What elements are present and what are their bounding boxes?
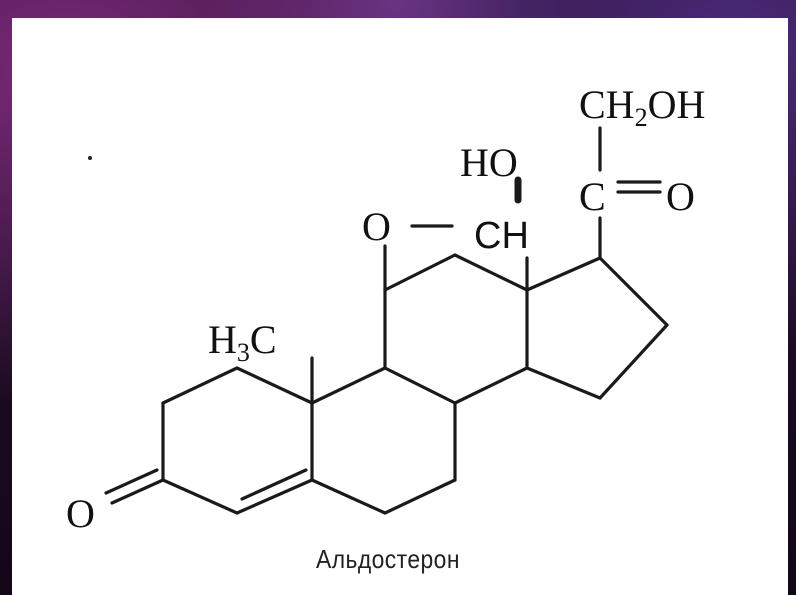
bond [453,253,529,292]
bond [310,366,387,405]
side-chain: C O CH2OH [579,82,705,260]
ring-c [383,253,529,405]
bond [453,366,529,405]
bond [383,478,457,515]
ch-label: CH [474,215,529,257]
bond [104,468,159,495]
h3c-label: H3C [208,317,277,367]
molecule-caption: Альдостерон [316,544,460,574]
bond [525,366,602,400]
bond [598,256,669,327]
bond [383,253,457,292]
bond [235,478,314,515]
ho-label: HO [460,140,518,185]
ring-d [525,256,669,400]
bond [525,256,602,292]
ring-b [310,366,457,515]
bond [235,366,314,405]
slide-content-area [12,18,788,595]
ring-oxygen: O [362,204,391,249]
bond [383,366,457,405]
hemiacetal-bridge: O CH HO [362,140,529,292]
ch2oh-label: CH2OH [579,82,705,132]
carbonyl-oxygen: O [666,174,695,219]
bond [161,366,239,405]
ketone-oxygen: O [66,491,95,536]
bond [240,468,308,501]
stray-dot [88,156,92,160]
bond [310,478,387,515]
bond [161,478,239,515]
bond [598,323,669,400]
carbonyl-carbon: C [579,174,606,219]
ring-a [161,366,314,515]
bond [110,478,165,505]
ketone-group: O [66,468,165,536]
methyl-group: H3C [208,317,314,405]
